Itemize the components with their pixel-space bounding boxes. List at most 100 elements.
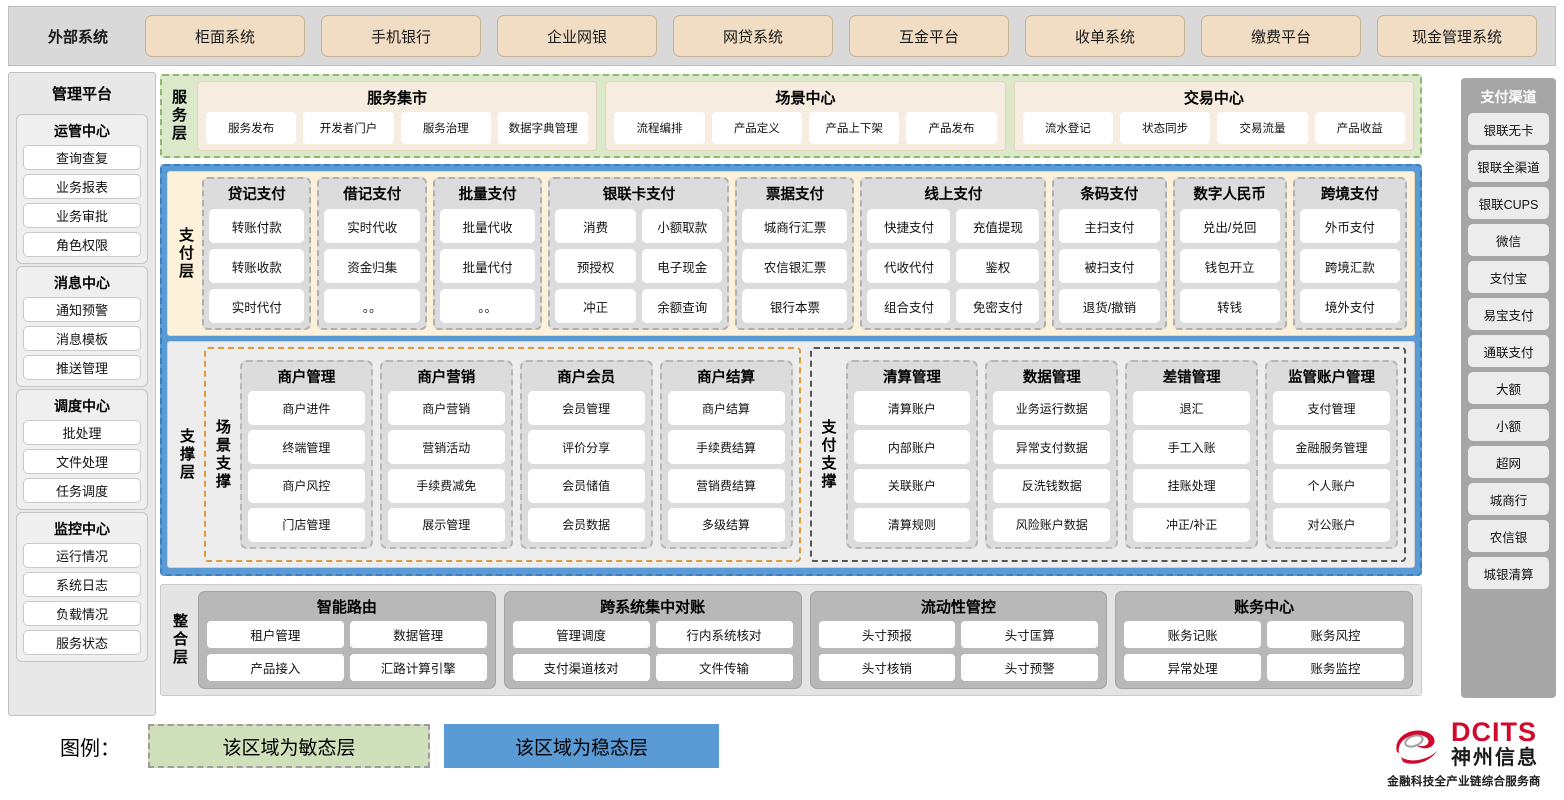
sidebar-item-推送管理[interactable]: 推送管理 [23,355,141,380]
payment-channel-item[interactable]: 大额 [1468,372,1549,404]
payment-channel-item[interactable]: 微信 [1468,224,1549,256]
payment-channel-item[interactable]: 易宝支付 [1468,298,1549,330]
payment-item[interactable]: 兑出/兑回 [1179,209,1280,243]
integration-item[interactable]: 头寸预警 [961,654,1099,681]
payment-item[interactable]: 批量代收 [439,209,536,243]
sidebar-item-文件处理[interactable]: 文件处理 [23,449,141,474]
payment-item[interactable]: 小额取款 [641,209,723,243]
payment-item[interactable]: 转账收款 [209,249,305,283]
external-system-chip[interactable]: 现金管理系统 [1377,15,1537,57]
integration-item[interactable]: 头寸核销 [818,654,956,681]
payment-item[interactable]: 主扫支付 [1059,209,1160,243]
service-item[interactable]: 流水登记 [1022,112,1113,144]
sidebar-item-服务状态[interactable]: 服务状态 [23,630,141,655]
support-item[interactable]: 展示管理 [387,507,505,542]
support-item[interactable]: 商户进件 [248,391,365,426]
support-item[interactable]: 手工入账 [1133,430,1251,465]
support-item[interactable]: 金融服务管理 [1273,430,1390,465]
payment-item[interactable]: 批量代付 [439,249,536,283]
payment-item[interactable]: 消费 [555,209,636,243]
sidebar-item-业务报表[interactable]: 业务报表 [23,174,141,199]
support-item[interactable]: 冲正/补正 [1133,507,1251,542]
support-item[interactable]: 业务运行数据 [993,391,1111,426]
service-item[interactable]: 服务治理 [400,112,491,144]
payment-channel-item[interactable]: 超网 [1468,446,1549,478]
support-item[interactable]: 会员数据 [527,507,645,542]
integration-item[interactable]: 账务记账 [1124,621,1262,648]
payment-channel-item[interactable]: 城商行 [1468,483,1549,515]
payment-channel-item[interactable]: 支付宝 [1468,261,1549,293]
support-item[interactable]: 挂账处理 [1133,469,1251,503]
integration-item[interactable]: 产品接入 [207,654,344,681]
service-item[interactable]: 流程编排 [614,112,705,144]
external-system-chip[interactable]: 企业网银 [497,15,657,57]
support-item[interactable]: 营销活动 [387,430,505,465]
integration-item[interactable]: 账务监控 [1267,654,1404,681]
payment-item[interactable]: 资金归集 [324,249,420,283]
integration-item[interactable]: 头寸匡算 [961,621,1099,648]
support-item[interactable]: 风险账户数据 [993,507,1111,542]
sidebar-item-任务调度[interactable]: 任务调度 [23,478,141,503]
support-item[interactable]: 会员管理 [527,391,645,426]
service-item[interactable]: 数据字典管理 [497,112,589,144]
integration-item[interactable]: 异常处理 [1124,654,1262,681]
service-item[interactable]: 交易流量 [1217,112,1308,144]
external-system-chip[interactable]: 手机银行 [321,15,481,57]
external-system-chip[interactable]: 缴费平台 [1201,15,1361,57]
sidebar-item-批处理[interactable]: 批处理 [23,420,141,445]
external-system-chip[interactable]: 互金平台 [849,15,1009,57]
payment-item[interactable]: 。。 [324,289,420,323]
support-item[interactable]: 退汇 [1133,391,1251,426]
payment-item[interactable]: 退货/撤销 [1059,289,1160,323]
payment-channel-item[interactable]: 农信银 [1468,520,1549,552]
sidebar-item-运行情况[interactable]: 运行情况 [23,543,141,568]
payment-item[interactable]: 冲正 [555,289,636,323]
payment-item[interactable]: 转钱 [1179,289,1280,323]
payment-item[interactable]: 钱包开立 [1179,249,1280,283]
support-item[interactable]: 营销费结算 [667,469,785,503]
payment-item[interactable]: 被扫支付 [1059,249,1160,283]
support-item[interactable]: 手续费结算 [667,430,785,465]
payment-item[interactable]: 城商行汇票 [742,209,848,243]
payment-item[interactable]: 农信银汇票 [742,249,848,283]
payment-item[interactable]: 实时代付 [209,289,305,323]
sidebar-item-通知预警[interactable]: 通知预警 [23,297,141,322]
payment-channel-item[interactable]: 银联全渠道 [1468,150,1549,182]
payment-item[interactable]: 快捷支付 [867,209,951,243]
support-item[interactable]: 个人账户 [1273,469,1390,503]
integration-item[interactable]: 租户管理 [207,621,344,648]
support-item[interactable]: 手续费减免 [387,469,505,503]
integration-item[interactable]: 头寸预报 [818,621,956,648]
sidebar-item-角色权限[interactable]: 角色权限 [23,232,141,257]
service-item[interactable]: 产品上下架 [808,112,900,144]
payment-item[interactable]: 转账付款 [209,209,305,243]
integration-item[interactable]: 账务风控 [1267,621,1404,648]
support-item[interactable]: 商户结算 [667,391,785,426]
service-item[interactable]: 产品收益 [1314,112,1405,144]
payment-channel-item[interactable]: 银联无卡 [1468,113,1549,145]
payment-item[interactable]: 免密支付 [956,289,1040,323]
payment-item[interactable]: 外币支付 [1299,209,1401,243]
support-item[interactable]: 对公账户 [1273,507,1390,542]
payment-channel-item[interactable]: 城银清算 [1468,557,1549,589]
service-item[interactable]: 服务发布 [206,112,297,144]
support-item[interactable]: 商户营销 [387,391,505,426]
external-system-chip[interactable]: 柜面系统 [145,15,305,57]
payment-item[interactable]: 实时代收 [324,209,420,243]
payment-item[interactable]: 跨境汇款 [1299,249,1401,283]
service-item[interactable]: 产品发布 [906,112,997,144]
integration-item[interactable]: 数据管理 [349,621,487,648]
payment-item[interactable]: 鉴权 [956,249,1040,283]
support-item[interactable]: 支付管理 [1273,391,1390,426]
support-item[interactable]: 反洗钱数据 [993,469,1111,503]
payment-item[interactable]: 充值提现 [956,209,1040,243]
service-item[interactable]: 产品定义 [711,112,802,144]
support-item[interactable]: 终端管理 [248,430,365,465]
payment-item[interactable]: 银行本票 [742,289,848,323]
external-system-chip[interactable]: 网贷系统 [673,15,833,57]
payment-item[interactable]: 余额查询 [641,289,723,323]
support-item[interactable]: 异常支付数据 [993,430,1111,465]
support-item[interactable]: 清算规则 [853,507,971,542]
sidebar-item-消息模板[interactable]: 消息模板 [23,326,141,351]
integration-item[interactable]: 支付渠道核对 [512,654,650,681]
